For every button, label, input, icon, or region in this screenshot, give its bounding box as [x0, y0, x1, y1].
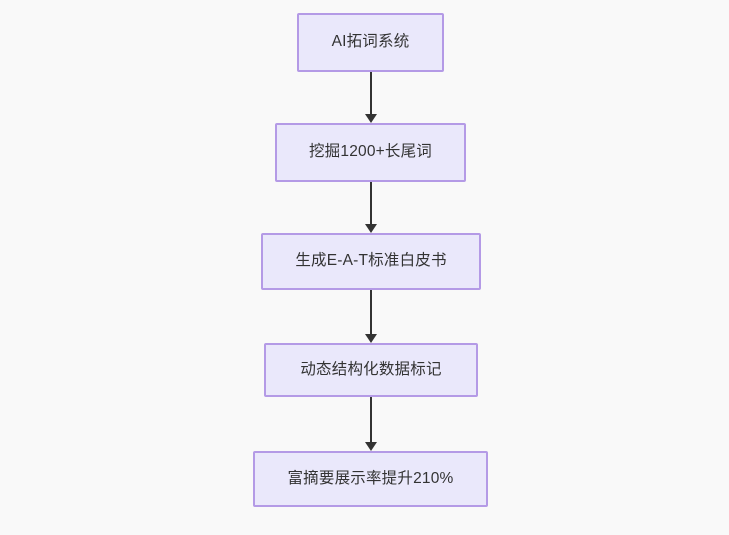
flow-edge-n4-n5	[363, 397, 379, 451]
flow-node-label: 挖掘1200+长尾词	[308, 143, 433, 161]
edge-line	[370, 290, 372, 334]
edge-line	[370, 397, 372, 442]
edge-line	[370, 72, 372, 114]
arrow-down-icon	[365, 334, 377, 343]
flow-node-mine-longtail-keywords[interactable]: 挖掘1200+长尾词	[275, 123, 466, 182]
flow-node-label: 富摘要展示率提升210%	[287, 469, 454, 487]
flow-edge-n1-n2	[363, 72, 379, 123]
flow-node-generate-eat-whitepaper[interactable]: 生成E-A-T标准白皮书	[261, 233, 481, 290]
arrow-down-icon	[365, 442, 377, 451]
flow-node-rich-snippet-impression-lift[interactable]: 富摘要展示率提升210%	[253, 451, 488, 507]
flow-node-label: 动态结构化数据标记	[300, 360, 442, 378]
arrow-down-icon	[365, 114, 377, 123]
flow-edge-n2-n3	[363, 182, 379, 233]
edge-line	[370, 182, 372, 224]
arrow-down-icon	[365, 224, 377, 233]
flow-node-ai-keyword-system[interactable]: AI拓词系统	[297, 13, 444, 72]
flow-node-label: 生成E-A-T标准白皮书	[295, 252, 447, 270]
flow-edge-n3-n4	[363, 290, 379, 343]
flow-node-dynamic-structured-data-markup[interactable]: 动态结构化数据标记	[264, 343, 478, 397]
flow-node-label: AI拓词系统	[331, 33, 410, 51]
